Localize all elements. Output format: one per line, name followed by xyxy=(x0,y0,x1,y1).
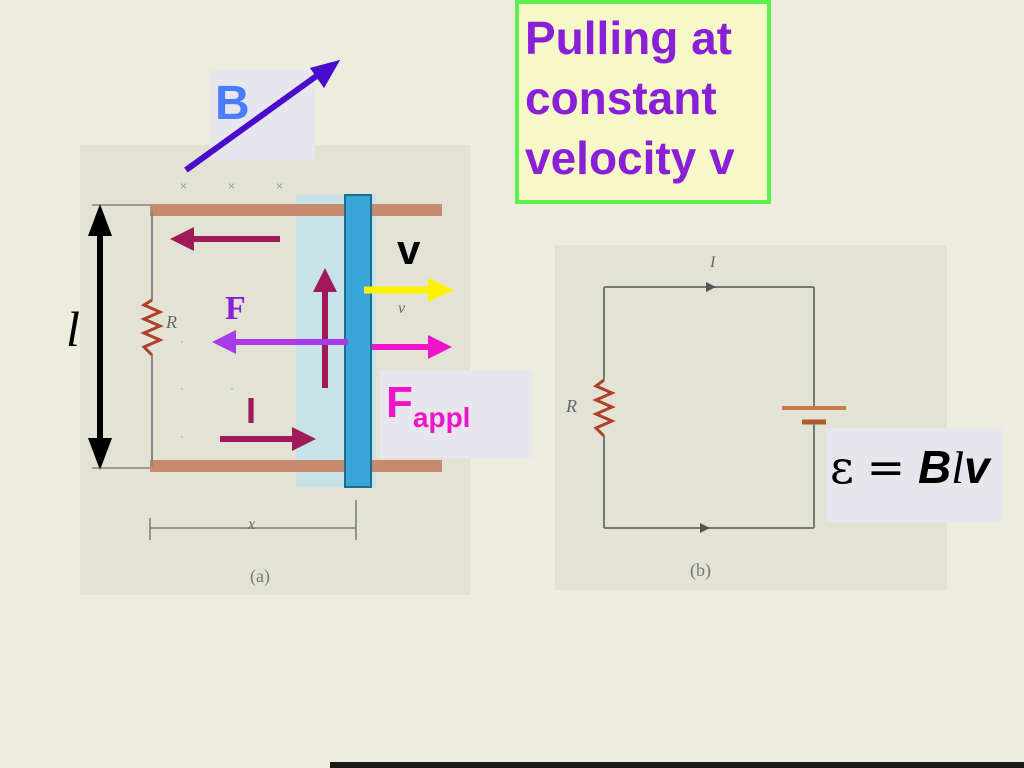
applied-force-arrow-head xyxy=(428,335,452,359)
emf-l: l xyxy=(951,442,964,493)
current-arrow-top-head xyxy=(170,227,194,251)
velocity-arrow-head xyxy=(428,278,454,302)
force-label: F xyxy=(225,290,246,327)
emf-v: v xyxy=(963,441,990,493)
applied-force-subscript: appl xyxy=(412,402,471,433)
emf-equation-box xyxy=(826,428,1002,522)
svg-text:×: × xyxy=(228,179,235,193)
emf-equals: = xyxy=(866,440,906,494)
title-line-2: constant xyxy=(525,72,717,124)
current-marker-bottom xyxy=(700,523,710,533)
title-line-1: Pulling at xyxy=(525,12,732,64)
velocity-label: v xyxy=(397,226,421,273)
current-arrow-bar-head xyxy=(313,268,337,292)
bottom-border-bar xyxy=(330,762,1024,768)
figure-b-caption: (b) xyxy=(690,560,711,580)
emf-epsilon: ε xyxy=(830,440,854,494)
applied-force-label: Fappl xyxy=(386,378,470,434)
figure-a-resistor-label: R xyxy=(166,312,177,332)
figure-b-resistor-label: R xyxy=(566,396,577,416)
title-line-3: velocity v xyxy=(525,132,735,184)
sliding-bar xyxy=(344,194,372,488)
force-arrow-head xyxy=(212,330,236,354)
figure-b-current-label: I xyxy=(710,254,716,271)
slide-title: Pulling at constant velocity v xyxy=(515,0,771,204)
figure-a-caption: (a) xyxy=(250,566,270,586)
svg-text:×: × xyxy=(180,179,187,193)
current-marker-top xyxy=(706,282,716,292)
resistor-b xyxy=(592,378,616,438)
resistor-a xyxy=(140,298,164,357)
applied-force-label-box xyxy=(380,370,532,458)
figure-b-panel xyxy=(555,245,947,590)
svg-text:·: · xyxy=(230,381,234,395)
length-arrow-head-top xyxy=(88,204,112,236)
svg-text:·: · xyxy=(180,334,184,348)
svg-text:×: × xyxy=(276,179,283,193)
svg-text:·: · xyxy=(180,429,184,443)
length-arrow-head-bottom xyxy=(88,438,112,470)
svg-text:·: · xyxy=(180,381,184,395)
emf-equation: ε = Blv xyxy=(830,440,990,494)
current-label: I xyxy=(246,390,257,431)
emf-B: B xyxy=(917,441,952,493)
B-label: B xyxy=(215,77,250,130)
figure-a-x-label: x xyxy=(248,516,256,533)
current-arrow-bottom-head xyxy=(292,427,316,451)
length-label: l xyxy=(66,301,80,357)
applied-force-main: F xyxy=(386,378,413,427)
figure-a-velocity-label: v xyxy=(398,300,406,317)
